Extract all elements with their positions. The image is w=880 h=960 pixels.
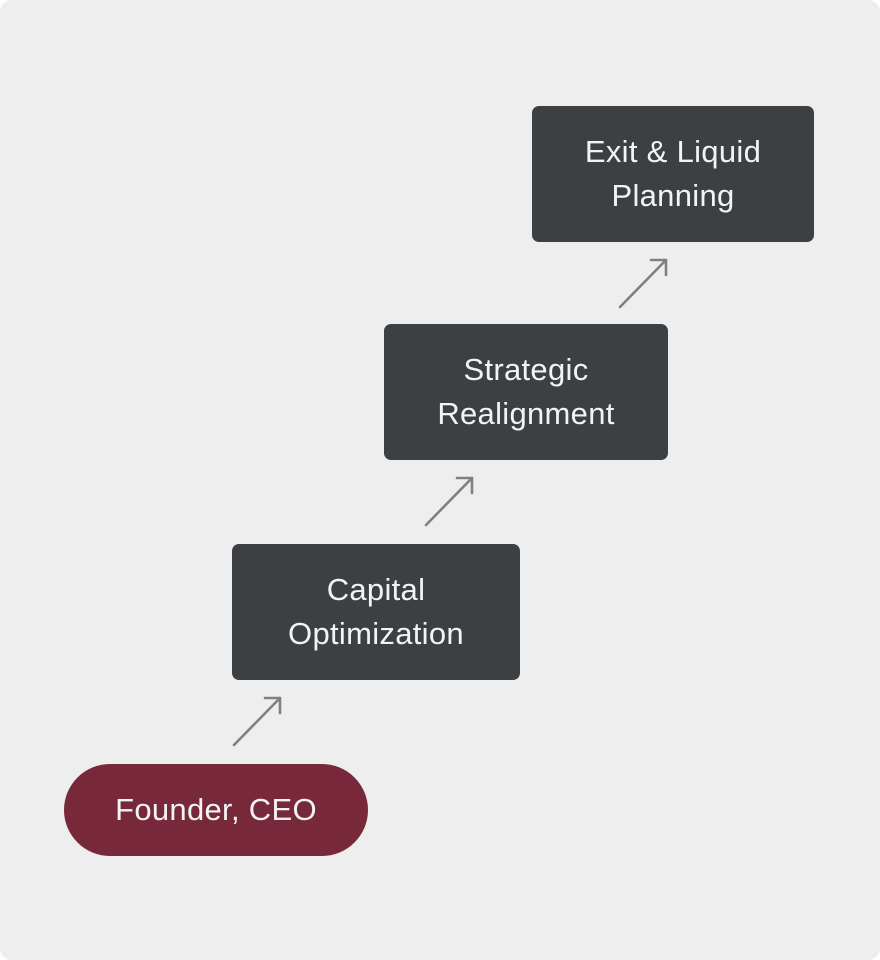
arrow-head bbox=[263, 696, 282, 715]
arrow-capital-to-strategic bbox=[424, 476, 474, 527]
arrow-head bbox=[649, 258, 668, 277]
arrow-shaft bbox=[232, 696, 282, 747]
node-strategic-realignment: Strategic Realignment bbox=[384, 324, 668, 460]
arrow-head bbox=[455, 476, 474, 495]
node-capital-optimization: Capital Optimization bbox=[232, 544, 520, 680]
node-label: Strategic Realignment bbox=[437, 352, 615, 431]
arrow-shaft bbox=[424, 476, 474, 527]
node-exit-liquid-planning: Exit & Liquid Planning bbox=[532, 106, 814, 242]
arrow-strategic-to-exit bbox=[618, 258, 668, 309]
node-label: Founder, CEO bbox=[115, 792, 317, 827]
arrow-founder-to-capital bbox=[232, 696, 282, 747]
node-founder-ceo: Founder, CEO bbox=[64, 764, 368, 856]
node-label: Capital Optimization bbox=[288, 572, 464, 651]
node-label: Exit & Liquid Planning bbox=[584, 134, 762, 213]
arrow-shaft bbox=[618, 258, 668, 309]
